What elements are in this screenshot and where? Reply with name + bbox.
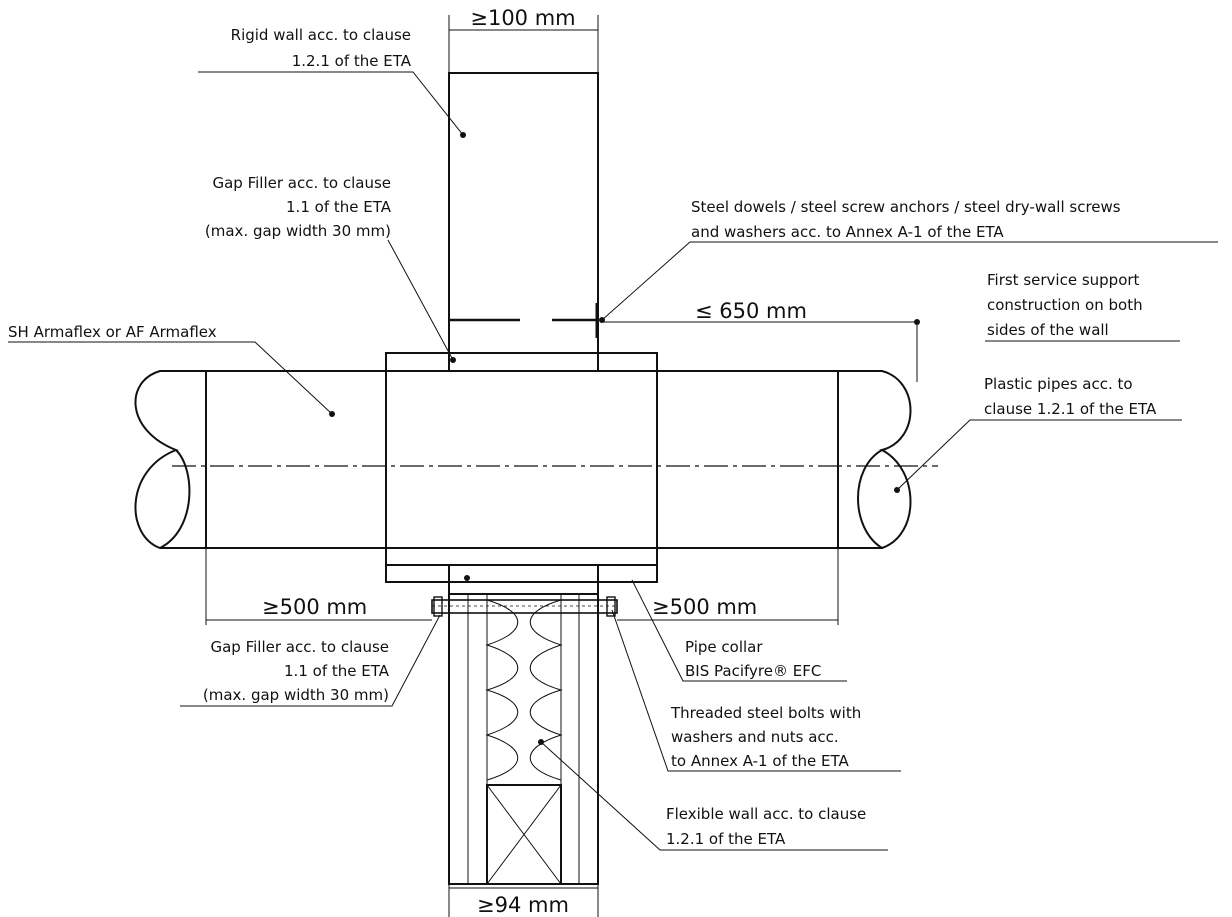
- plastic-pipe: [134, 370, 912, 549]
- rigid-wall: [448, 72, 599, 354]
- label-gap-filler-top-2: 1.1 of the ETA: [286, 198, 392, 216]
- label-gap-filler-bottom-1: Gap Filler acc. to clause: [210, 638, 389, 656]
- label-insulation: SH Armaflex or AF Armaflex: [8, 323, 217, 341]
- insulation-wave-2: [530, 599, 563, 781]
- label-steel-dowels-2: and washers acc. to Annex A-1 of the ETA: [691, 223, 1004, 241]
- board-left-outer: [448, 593, 469, 885]
- label-threaded-bolts-2: washers and nuts acc.: [671, 728, 839, 746]
- dim-insulation-right: ≥500 mm: [652, 595, 757, 619]
- collar-body: [385, 370, 658, 566]
- flexible-wall: [431, 593, 618, 885]
- label-gap-filler-top-3: (max. gap width 30 mm): [205, 222, 391, 240]
- label-rigid-wall-1: Rigid wall acc. to clause: [231, 26, 411, 44]
- dim-rigid-wall: ≥100 mm: [470, 6, 575, 30]
- nut-right: [606, 596, 616, 617]
- label-pipe-collar-2: BIS Pacifyre® EFC: [685, 662, 821, 680]
- label-gap-filler-bottom-2: 1.1 of the ETA: [284, 662, 390, 680]
- gap-filler-top: [448, 352, 599, 372]
- stud: [486, 784, 562, 885]
- dim-support: ≤ 650 mm: [695, 299, 807, 323]
- label-flexible-wall-1: Flexible wall acc. to clause: [666, 805, 866, 823]
- label-threaded-bolts-1: Threaded steel bolts with: [670, 704, 861, 722]
- threaded-bolt: [431, 599, 618, 614]
- label-first-support-1: First service support: [987, 271, 1140, 289]
- label-first-support-3: sides of the wall: [987, 321, 1109, 339]
- label-gap-filler-top-1: Gap Filler acc. to clause: [212, 174, 391, 192]
- label-threaded-bolts-3: to Annex A-1 of the ETA: [671, 752, 849, 770]
- label-gap-filler-bottom-3: (max. gap width 30 mm): [203, 686, 389, 704]
- callouts: Rigid wall acc. to clause 1.2.1 of the E…: [8, 26, 1157, 848]
- label-first-support-2: construction on both: [987, 296, 1143, 314]
- dim-insulation-left: ≥500 mm: [262, 595, 367, 619]
- board-right-inner: [560, 593, 580, 885]
- dimensions: ≥100 mm ≤ 650 mm ≥500 mm ≥500 mm ≥94 mm: [205, 6, 920, 917]
- nut-left: [433, 596, 443, 617]
- dim-flexible-wall: ≥94 mm: [477, 893, 569, 917]
- label-plastic-pipes-2: clause 1.2.1 of the ETA: [984, 400, 1157, 418]
- board-left-inner: [467, 593, 488, 885]
- leader-lines: [8, 71, 1218, 851]
- board-right-outer: [578, 593, 599, 885]
- label-plastic-pipes-1: Plastic pipes acc. to: [984, 375, 1133, 393]
- gap-filler-bottom: [448, 564, 599, 595]
- insulation-sleeve: [205, 370, 839, 549]
- label-pipe-collar-1: Pipe collar: [685, 638, 763, 656]
- label-flexible-wall-2: 1.2.1 of the ETA: [666, 830, 786, 848]
- label-steel-dowels-1: Steel dowels / steel screw anchors / ste…: [691, 198, 1121, 216]
- label-rigid-wall-2: 1.2.1 of the ETA: [292, 52, 412, 70]
- insulation-wave-1: [485, 599, 518, 781]
